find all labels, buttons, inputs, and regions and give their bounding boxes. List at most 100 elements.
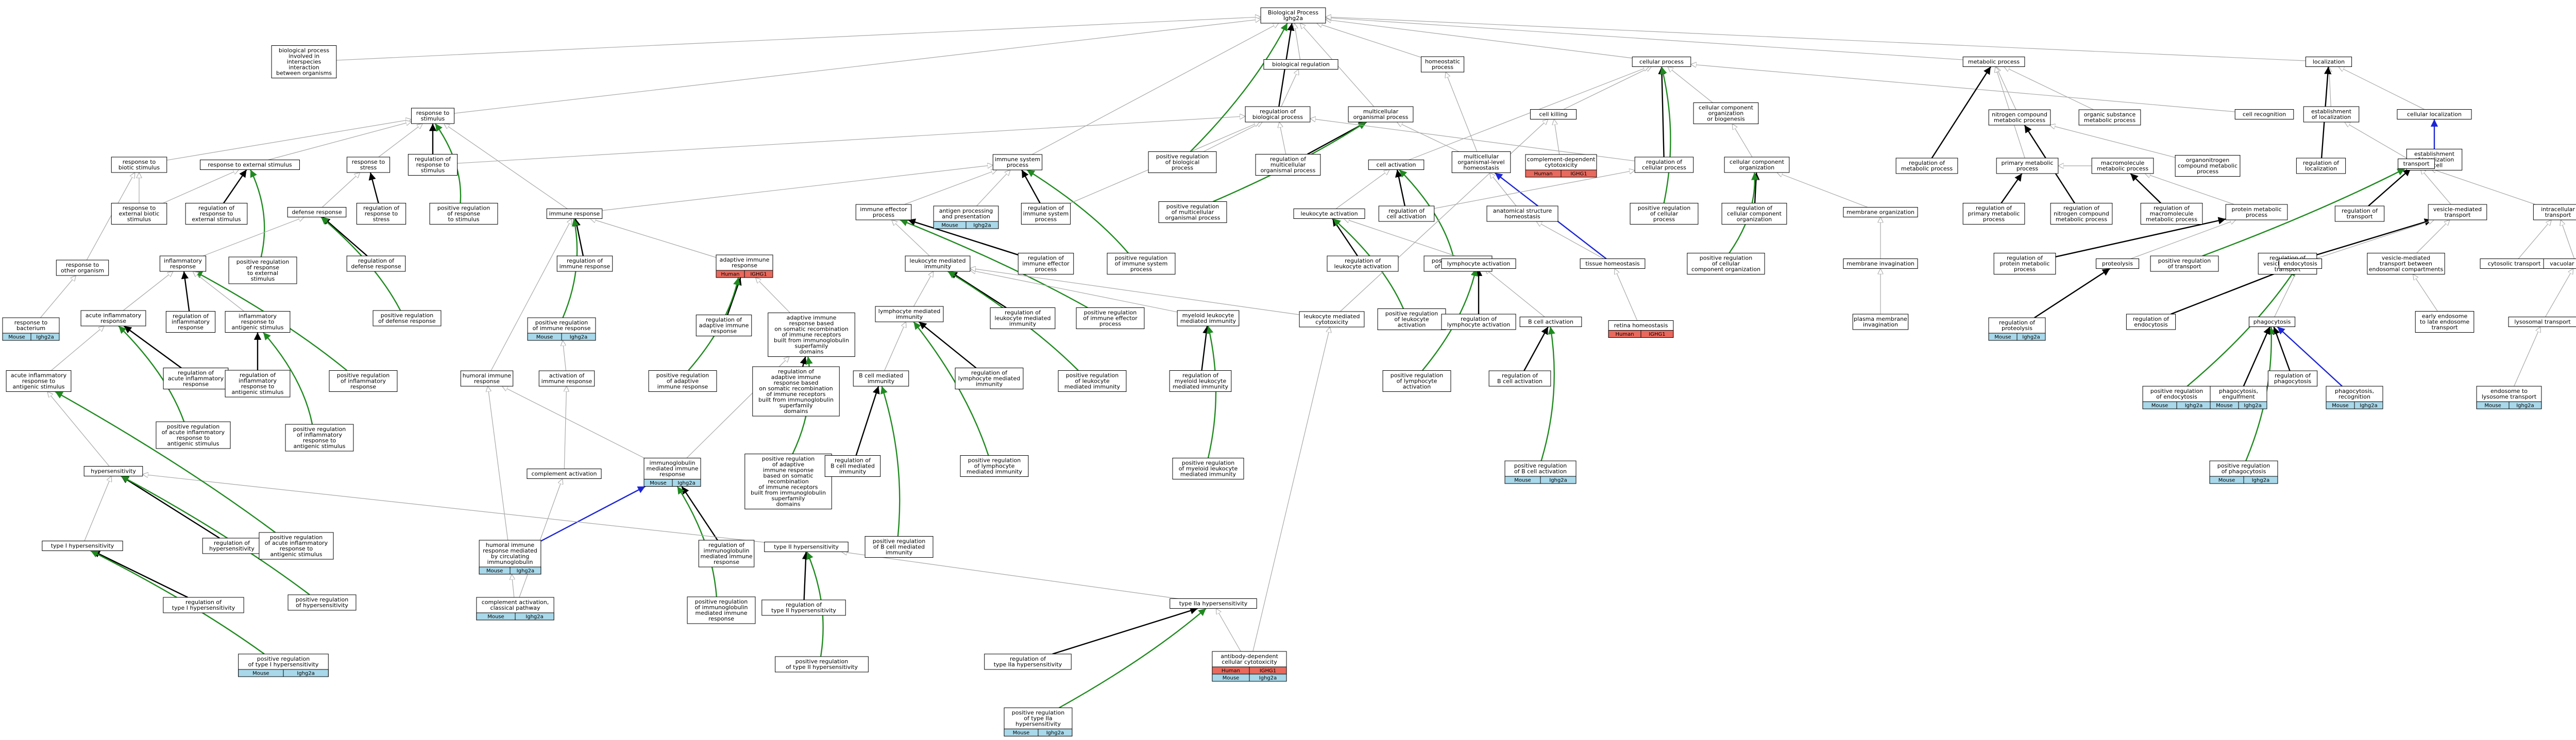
go-term-node[interactable]: hypersensitivity [83,466,143,476]
go-term-node[interactable]: complement activation,classical pathwayM… [476,597,554,621]
go-term-node[interactable]: defense response [287,207,347,217]
go-term-node[interactable]: complement activation [527,469,602,479]
go-term-node[interactable]: type II hypersensitivity [764,542,849,552]
go-term-node[interactable]: cytosolic transport [2480,259,2549,269]
go-term-node[interactable]: cellular localization [2397,109,2472,119]
go-term-node[interactable]: immune response [546,209,603,219]
go-term-node[interactable]: response to external stimulus [200,160,300,170]
go-term-node[interactable]: metabolic process [1962,57,2025,67]
go-term-node[interactable]: transport [2398,159,2435,169]
go-term-node[interactable]: membrane invagination [1843,259,1918,269]
go-term-node[interactable]: type I hypersensitivity [42,541,123,551]
go-term-node[interactable]: biological regulation [1263,59,1338,70]
go-term-node[interactable]: membrane organization [1843,207,1918,217]
go-term-node[interactable]: lymphocyte activation [1441,259,1516,269]
go-term-node[interactable]: cell killing [1530,109,1577,119]
go-term-node[interactable]: leukocyte activation [1293,209,1365,219]
go-term-node[interactable]: lysosomal transport [2508,317,2576,327]
go-term-node[interactable]: localization [2305,57,2352,67]
go-term-node[interactable]: endocytosis [2278,259,2323,269]
